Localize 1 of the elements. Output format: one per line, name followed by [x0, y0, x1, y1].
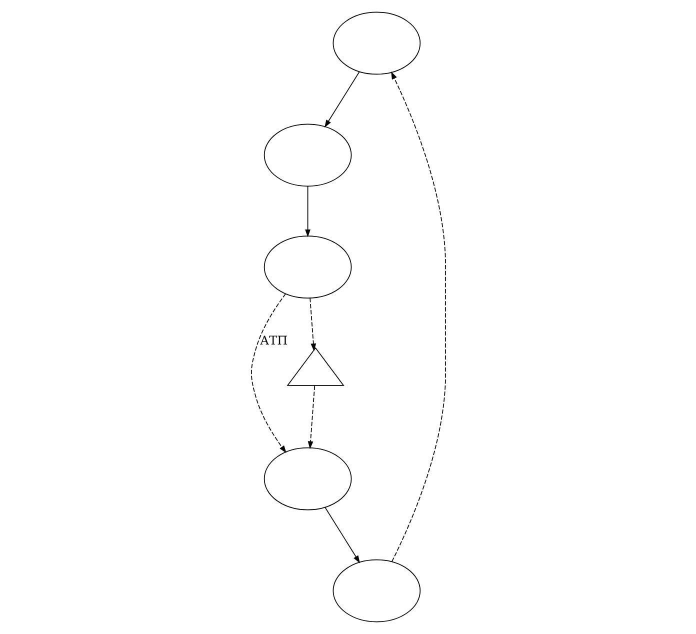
node-label: АТП [259, 334, 288, 348]
